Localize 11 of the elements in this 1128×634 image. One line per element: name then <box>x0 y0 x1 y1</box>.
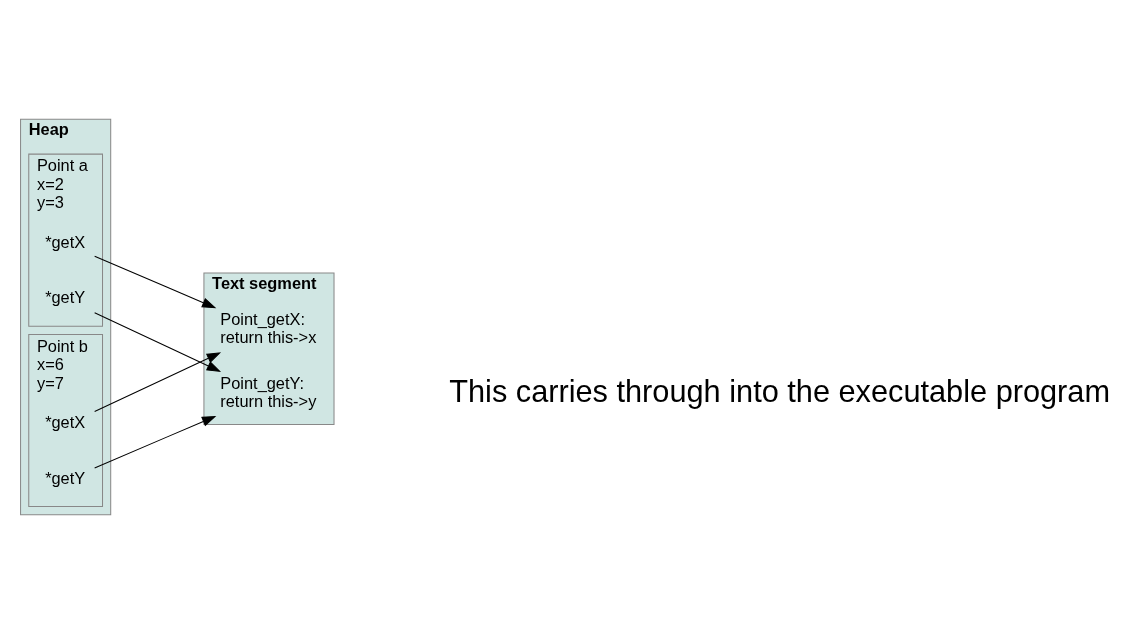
arrow <box>94 255 217 309</box>
node-text: Point_getY: return this->y <box>220 373 317 410</box>
node-text: *getY <box>45 468 86 487</box>
arrow <box>94 352 222 412</box>
label: This carries through into the executable program <box>449 373 1111 409</box>
node-text: *getX <box>45 233 86 252</box>
arrow <box>94 415 217 469</box>
node-text: *getX <box>45 413 86 432</box>
node-text: Point_getX: return this->x <box>220 309 317 347</box>
arrow <box>94 312 222 372</box>
node-text: *getY <box>45 288 86 307</box>
